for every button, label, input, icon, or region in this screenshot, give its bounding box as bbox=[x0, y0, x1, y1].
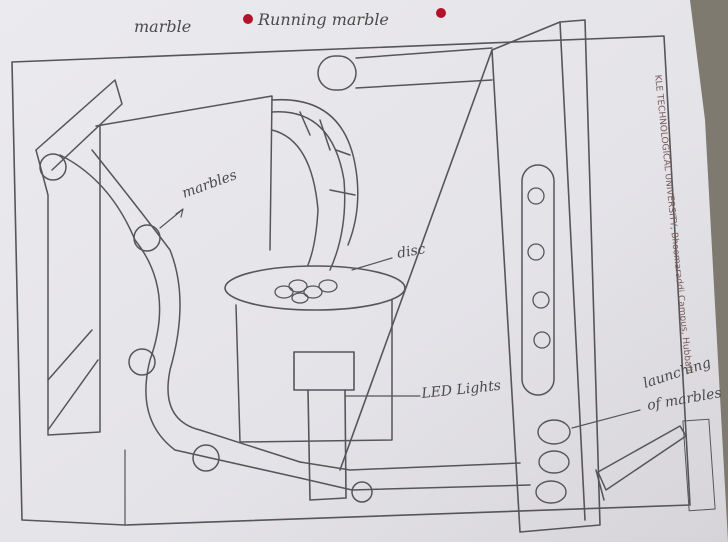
red-dot-left bbox=[243, 14, 253, 24]
red-dot-right bbox=[436, 8, 446, 18]
header-word-marble: marble bbox=[134, 17, 191, 36]
header-title: Running marble bbox=[257, 10, 389, 29]
